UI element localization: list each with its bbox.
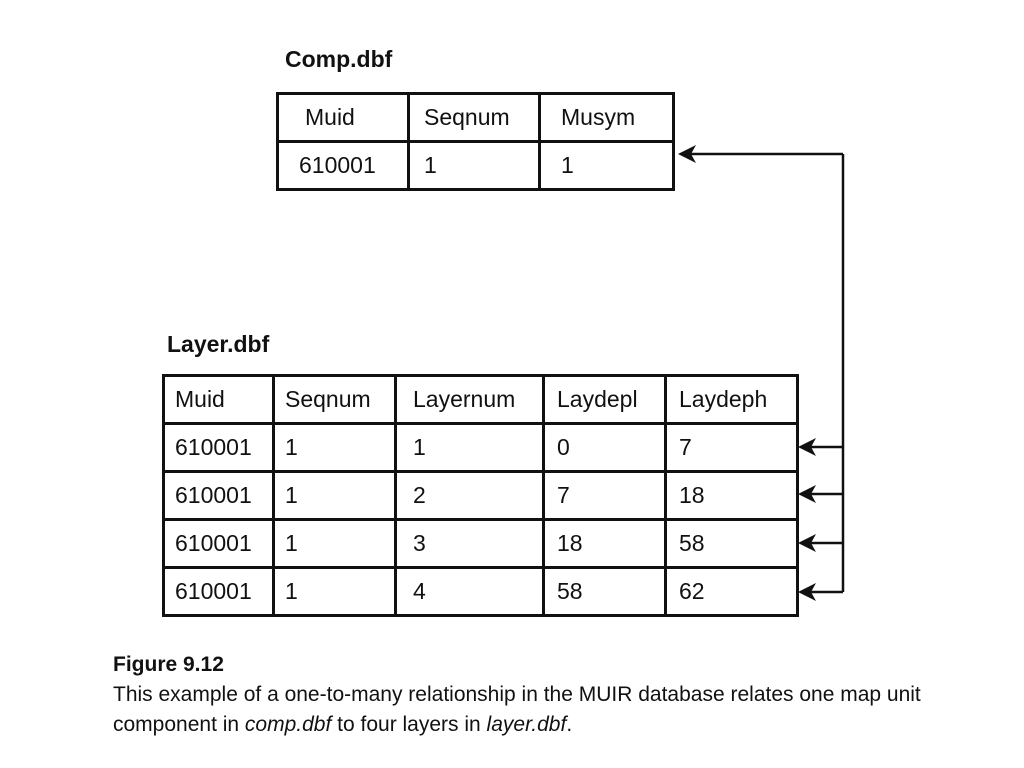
table-header-cell: Muid	[276, 92, 410, 143]
table-row: 610001 1 2 7 18	[162, 470, 799, 521]
arrowhead-icon	[798, 583, 816, 601]
table-cell: 62	[664, 566, 799, 617]
caption-text: This example of a one-to-many relationsh…	[113, 683, 921, 736]
table-header-cell: Laydepl	[542, 374, 667, 425]
table-cell: 1	[538, 140, 675, 191]
arrowhead-icon	[798, 534, 816, 552]
table-cell: 610001	[276, 140, 410, 191]
table-cell: 610001	[162, 518, 275, 569]
caption-text: to four layers in	[331, 713, 487, 736]
table-cell: 0	[542, 422, 667, 473]
table-header-cell: Seqnum	[407, 92, 541, 143]
figure-label: Figure 9.12	[113, 653, 224, 676]
table-cell: 1	[394, 422, 545, 473]
table-cell: 610001	[162, 566, 275, 617]
table-header-cell: Layernum	[394, 374, 545, 425]
table-cell: 18	[542, 518, 667, 569]
layer-table-title: Layer.dbf	[167, 331, 270, 357]
table-cell: 58	[542, 566, 667, 617]
table-header-cell: Seqnum	[272, 374, 397, 425]
table-row: 610001 1 3 18 58	[162, 518, 799, 569]
table-cell: 1	[272, 566, 397, 617]
table-header-cell: Musym	[538, 92, 675, 143]
table-header-cell: Muid	[162, 374, 275, 425]
caption-text: .	[566, 713, 573, 736]
table-header-row: Muid Seqnum Layernum Laydepl Laydeph	[162, 374, 799, 425]
table-cell: 4	[394, 566, 545, 617]
table-row: 610001 1 4 58 62	[162, 566, 799, 617]
arrowhead-icon	[798, 485, 816, 503]
table-cell: 18	[664, 470, 799, 521]
table-cell: 1	[272, 470, 397, 521]
table-cell: 2	[394, 470, 545, 521]
table-header-row: Muid Seqnum Musym	[276, 92, 675, 143]
table-cell: 1	[407, 140, 541, 191]
table-cell: 7	[664, 422, 799, 473]
caption-italic-layer: layer.dbf	[486, 713, 567, 736]
table-cell: 610001	[162, 470, 275, 521]
table-cell: 7	[542, 470, 667, 521]
layer-table: Muid Seqnum Layernum Laydepl Laydeph 610…	[162, 374, 799, 617]
comp-table: Muid Seqnum Musym 610001 1 1	[276, 92, 675, 191]
table-row: 610001 1 1 0 7	[162, 422, 799, 473]
table-cell: 1	[272, 518, 397, 569]
caption-italic-comp: comp.dbf	[244, 713, 332, 736]
table-cell: 610001	[162, 422, 275, 473]
table-cell: 3	[394, 518, 545, 569]
comp-table-title: Comp.dbf	[285, 46, 393, 72]
table-cell: 1	[272, 422, 397, 473]
table-row: 610001 1 1	[276, 140, 675, 191]
arrowhead-icon	[798, 438, 816, 456]
table-header-cell: Laydeph	[664, 374, 799, 425]
arrowhead-icon	[678, 145, 696, 163]
table-cell: 58	[664, 518, 799, 569]
